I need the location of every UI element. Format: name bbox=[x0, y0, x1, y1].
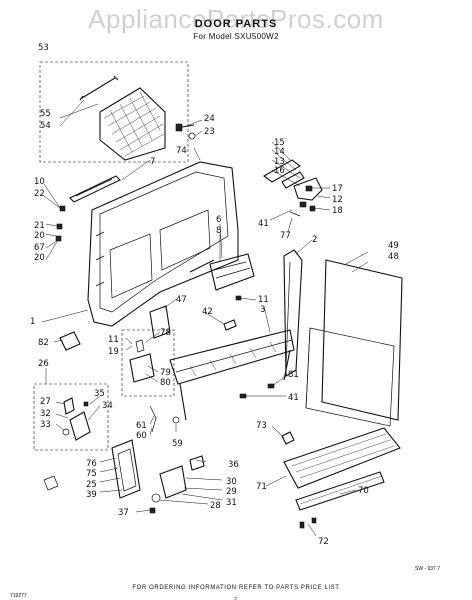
callout-1: 1 bbox=[30, 317, 35, 327]
callout-10: 10 bbox=[34, 177, 45, 187]
callout-32: 32 bbox=[40, 409, 51, 419]
callout-79: 79 bbox=[160, 368, 171, 378]
callout-6: 6 bbox=[216, 215, 221, 225]
drawing-code: SW - 937 7 bbox=[415, 566, 441, 572]
document-code: 719277 bbox=[10, 593, 27, 599]
callout-18: 18 bbox=[332, 206, 343, 216]
callout-76: 76 bbox=[86, 459, 97, 469]
callout-78: 78 bbox=[160, 328, 171, 338]
callout-39: 39 bbox=[86, 490, 97, 500]
callout-35: 35 bbox=[94, 389, 105, 399]
callout-37: 37 bbox=[118, 508, 129, 518]
part-27-35-latch-kit[interactable] bbox=[33, 383, 109, 451]
part-7-handle[interactable] bbox=[69, 175, 121, 203]
part-1-door-frame[interactable] bbox=[55, 161, 239, 327]
callout-17: 17 bbox=[332, 184, 343, 194]
callout-16: 16 bbox=[274, 166, 285, 176]
callout-22: 22 bbox=[34, 189, 45, 199]
callout-23: 23 bbox=[204, 127, 215, 137]
part-6-8-vent[interactable] bbox=[189, 253, 255, 301]
part-49-48-outer-panel[interactable] bbox=[305, 259, 403, 427]
part-78-80-switch-group[interactable] bbox=[121, 329, 175, 397]
callout-71: 71 bbox=[256, 482, 267, 492]
callout-21: 21 bbox=[34, 221, 45, 231]
callout-82: 82 bbox=[38, 338, 49, 348]
callout-81: 81 bbox=[288, 370, 299, 380]
callout-11b: 11 bbox=[108, 335, 119, 345]
callout-20a: 20 bbox=[34, 231, 45, 241]
callout-29: 29 bbox=[226, 487, 237, 497]
callout-25: 25 bbox=[86, 480, 97, 490]
leader-lines bbox=[41, 99, 369, 537]
part-36-28-hinge-parts[interactable] bbox=[149, 455, 205, 514]
callout-34: 34 bbox=[102, 401, 113, 411]
part-2-side-channel[interactable] bbox=[283, 249, 303, 377]
part-25-39-switch-plate[interactable] bbox=[43, 439, 141, 499]
callout-41a: 41 bbox=[258, 219, 269, 229]
part-3-lower-frame[interactable] bbox=[169, 329, 295, 421]
callout-36: 36 bbox=[228, 460, 239, 470]
callout-31: 31 bbox=[226, 498, 237, 508]
part-59-61-spring[interactable] bbox=[149, 405, 180, 433]
part-15-16-latch-assembly[interactable] bbox=[263, 159, 323, 217]
callout-3: 3 bbox=[260, 305, 265, 315]
callout-75: 75 bbox=[86, 469, 97, 479]
callout-41b: 41 bbox=[288, 393, 299, 403]
callout-12: 12 bbox=[332, 195, 343, 205]
part-24-23-fasteners[interactable] bbox=[175, 123, 196, 140]
callout-28: 28 bbox=[210, 501, 221, 511]
callout-8: 8 bbox=[216, 226, 221, 236]
part-70-73-kickplate[interactable] bbox=[281, 427, 401, 529]
callout-13: 13 bbox=[274, 157, 285, 167]
callout-60: 60 bbox=[136, 431, 147, 441]
part-82-block[interactable] bbox=[59, 331, 81, 351]
callout-77: 77 bbox=[280, 231, 291, 241]
callout-53: 53 bbox=[38, 43, 49, 53]
callout-55: 55 bbox=[40, 109, 51, 119]
callout-27: 27 bbox=[40, 397, 51, 407]
callout-42: 42 bbox=[202, 307, 213, 317]
callout-67: 67 bbox=[34, 243, 45, 253]
callout-47: 47 bbox=[176, 295, 187, 305]
callout-54: 54 bbox=[40, 121, 51, 131]
callout-48: 48 bbox=[388, 252, 399, 262]
callout-73: 73 bbox=[256, 421, 267, 431]
model-subtitle: For Model SXU500W2 bbox=[193, 32, 279, 41]
ordering-note: FOR ORDERING INFORMATION REFER TO PARTS … bbox=[132, 585, 340, 591]
diagram-title: DOOR PARTS bbox=[194, 18, 278, 30]
callout-labels: 53 55 54 7 24 23 74 15 14 13 16 10 22 21… bbox=[30, 43, 399, 547]
callout-20b: 20 bbox=[34, 253, 45, 263]
part-53-grille-assembly[interactable] bbox=[39, 61, 189, 163]
callout-33: 33 bbox=[40, 420, 51, 430]
callout-59: 59 bbox=[172, 439, 183, 449]
callout-7: 7 bbox=[150, 157, 155, 167]
callout-2: 2 bbox=[312, 235, 317, 245]
callout-80: 80 bbox=[160, 378, 171, 388]
callout-61: 61 bbox=[136, 421, 147, 431]
callout-30: 30 bbox=[226, 477, 237, 487]
callout-14: 14 bbox=[274, 147, 285, 157]
part-47-42-bracket[interactable] bbox=[149, 305, 237, 339]
callout-11a: 11 bbox=[258, 295, 269, 305]
callout-26: 26 bbox=[38, 359, 49, 369]
callout-15: 15 bbox=[274, 138, 285, 148]
callout-49: 49 bbox=[388, 241, 399, 251]
callout-19: 19 bbox=[108, 347, 119, 357]
callout-70: 70 bbox=[358, 486, 369, 496]
callout-72: 72 bbox=[318, 537, 329, 547]
callout-24: 24 bbox=[204, 114, 215, 124]
page-number: 2 bbox=[234, 597, 237, 600]
callout-74: 74 bbox=[176, 146, 187, 156]
